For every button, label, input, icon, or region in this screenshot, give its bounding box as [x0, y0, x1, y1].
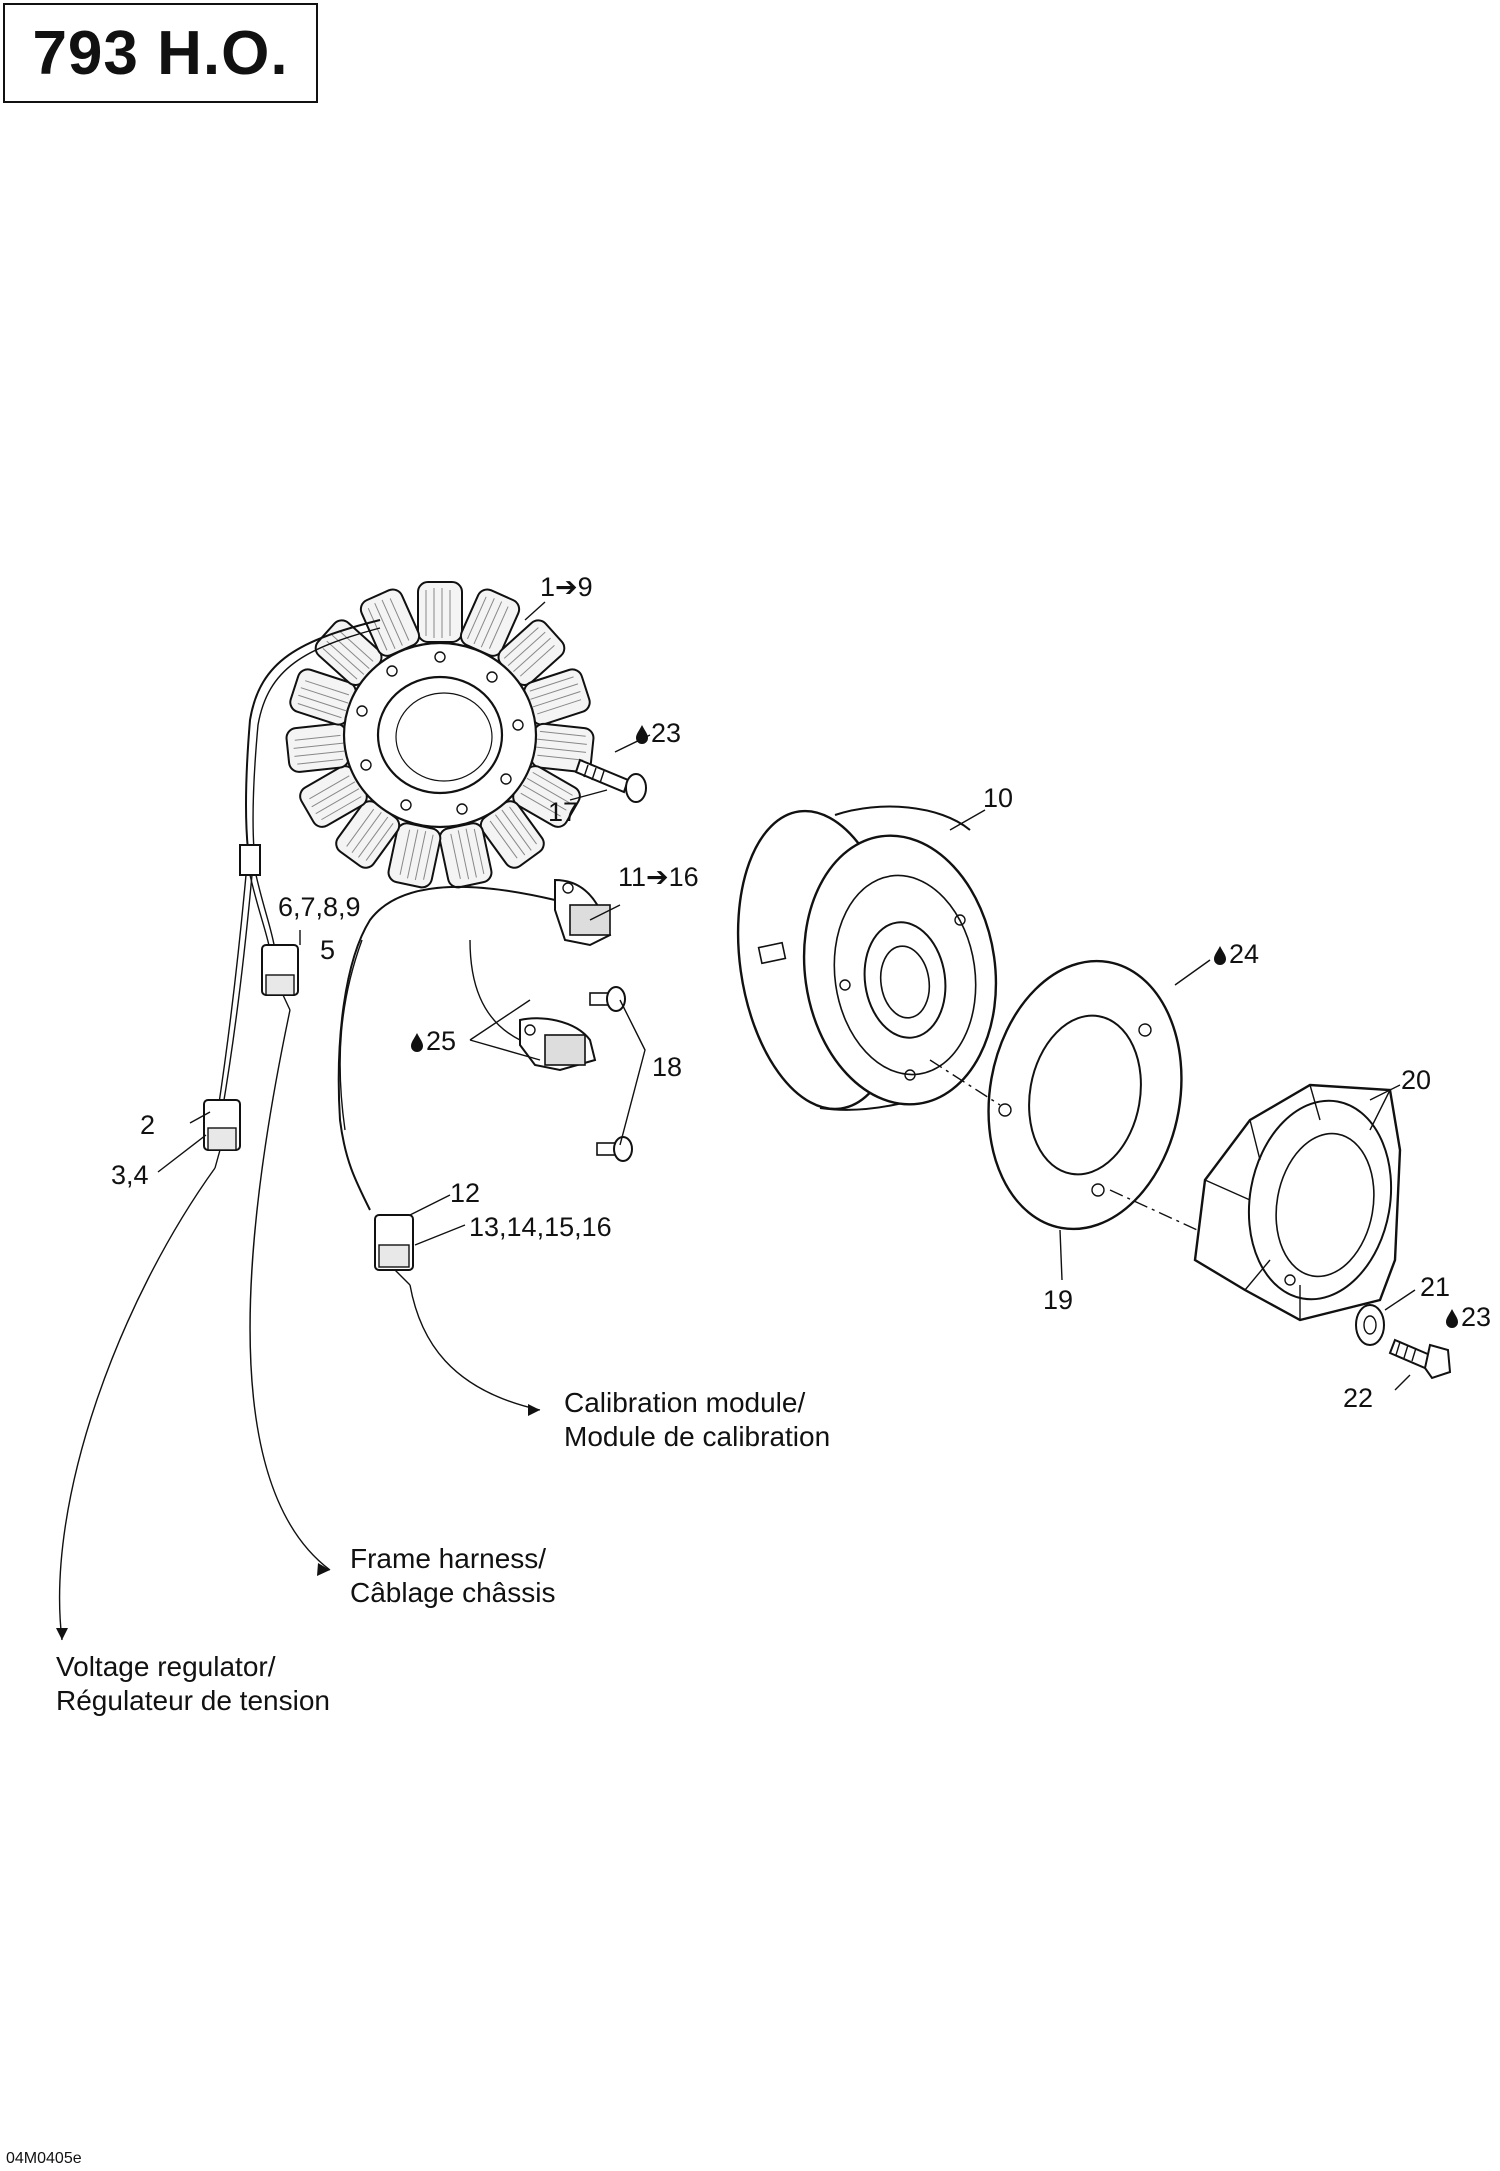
trigger-coil-upper: [554, 878, 612, 947]
screw-18-upper: [589, 986, 626, 1012]
callout-22: 22: [1343, 1383, 1374, 1413]
callout-23-stator: 23: [635, 718, 681, 748]
callout-23-hub: 23: [1445, 1302, 1491, 1332]
drive-hub: [1193, 1083, 1402, 1322]
callout-25: 25: [410, 1026, 456, 1056]
washer-21: [1355, 1289, 1416, 1346]
callout-6-7-8-9: 6,7,8,9: [278, 892, 361, 922]
callout-20: 20: [1401, 1065, 1432, 1095]
stator: [284, 581, 596, 891]
trigger-coil-lower: [519, 1017, 597, 1072]
frame-harness-note: Frame harness/ Câblage châssis: [350, 1543, 556, 1608]
screw-18-lower: [596, 1136, 633, 1162]
calibration-module-note: Calibration module/ Module de calibratio…: [564, 1387, 831, 1452]
callout-5: 5: [320, 935, 336, 965]
screw-17: [574, 758, 647, 803]
callout-19: 19: [1043, 1285, 1074, 1315]
drawing-code: 04M0405e: [6, 2150, 82, 2167]
voltage-regulator-note: Voltage regulator/ Régulateur de tension: [56, 1651, 330, 1716]
callout-3-4: 3,4: [111, 1160, 149, 1190]
oil-drop-icon: [1213, 945, 1227, 965]
callout-1-9: 1➔9: [540, 572, 593, 602]
callout-18: 18: [652, 1052, 683, 1082]
callout-21: 21: [1420, 1272, 1451, 1302]
oil-drop-icon: [635, 724, 649, 744]
callout-13-14-15-16: 13,14,15,16: [469, 1212, 612, 1242]
oil-drop-icon: [410, 1032, 424, 1052]
rotor: [736, 805, 998, 1111]
callout-17: 17: [548, 797, 579, 827]
title-box: 793 H.O.: [3, 3, 318, 103]
bolt-22: [1388, 1338, 1452, 1391]
callout-24: 24: [1213, 939, 1259, 969]
callout-11-16: 11➔16: [618, 862, 699, 892]
callout-10: 10: [983, 783, 1014, 813]
oil-drop-icon: [1445, 1308, 1459, 1328]
ring-spacer: [987, 959, 1211, 1281]
callout-2: 2: [140, 1110, 156, 1140]
page-title: 793 H.O.: [32, 18, 289, 88]
callout-12: 12: [450, 1178, 481, 1208]
